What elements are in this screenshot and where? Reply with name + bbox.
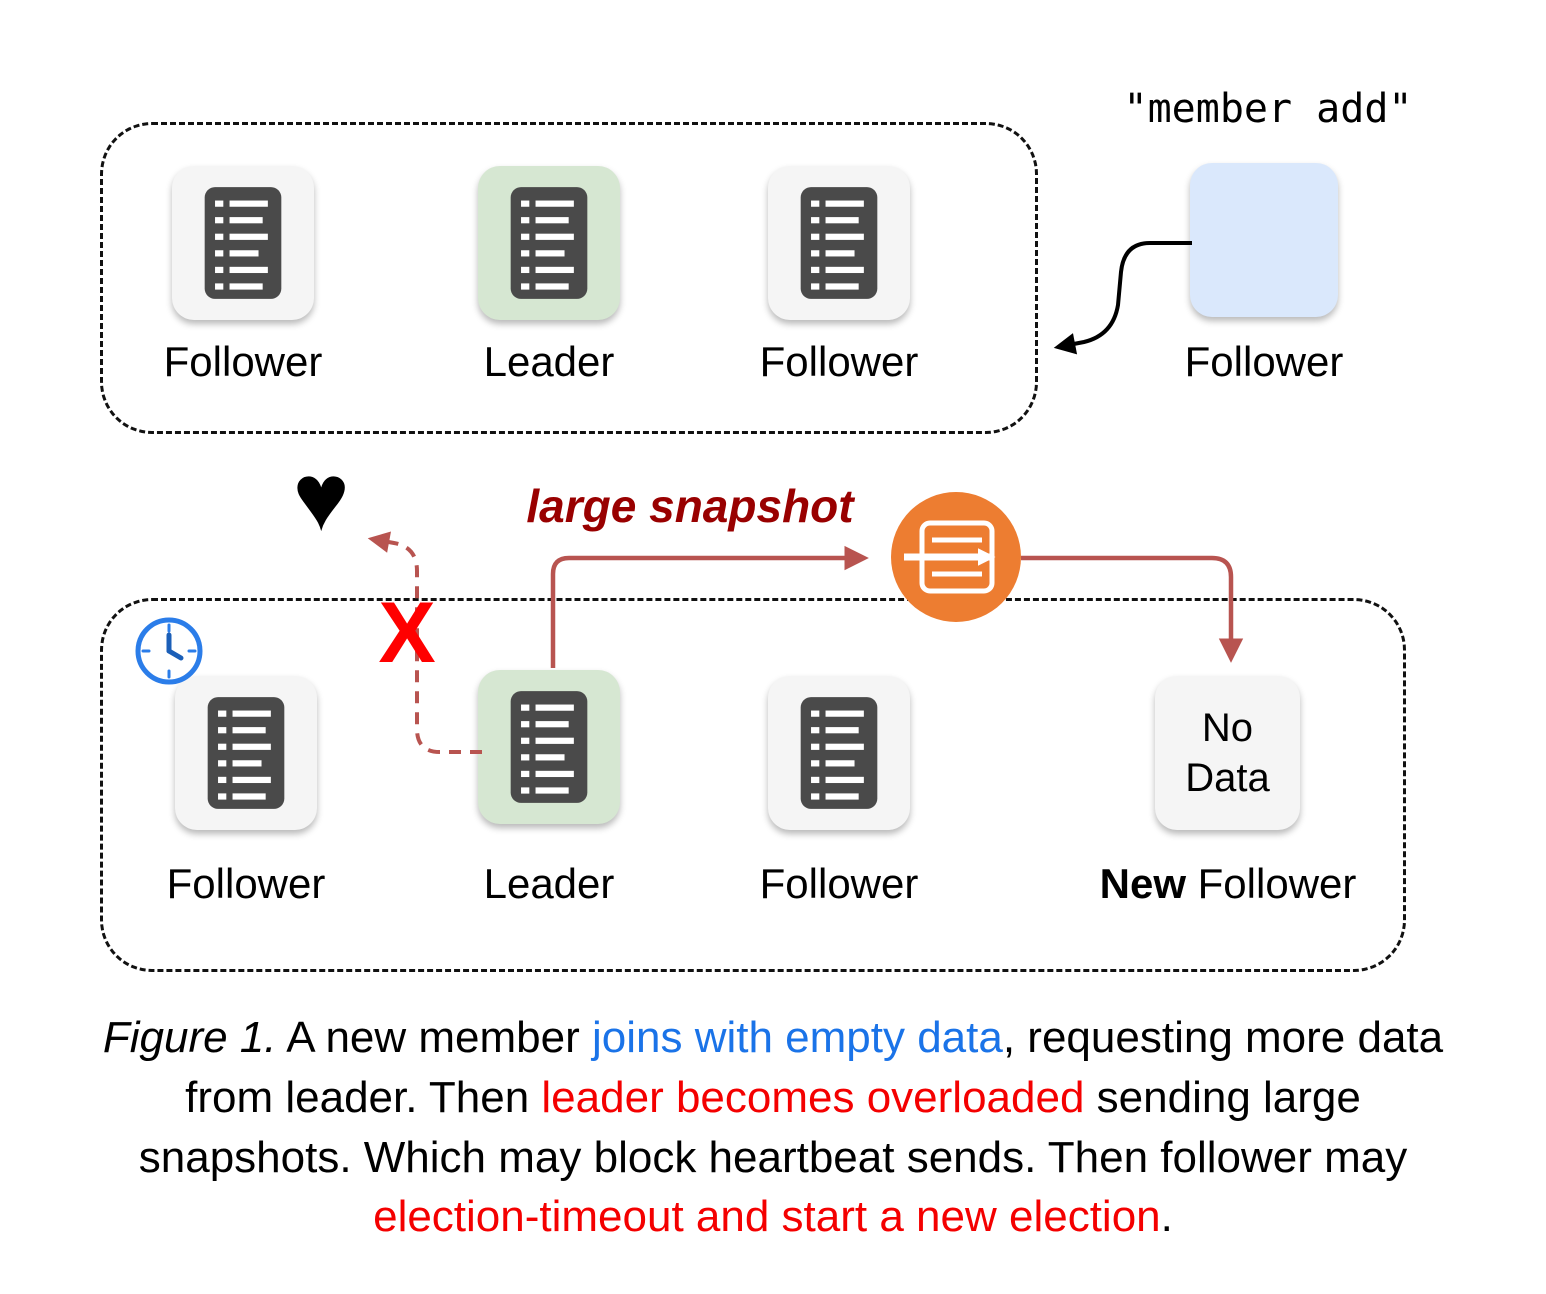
top-cluster-boundary	[100, 122, 1038, 434]
no-data-text: No Data	[1185, 706, 1270, 800]
node-label-follower-2-bottom: Follower	[759, 860, 919, 907]
node-follower-1-top	[172, 166, 314, 320]
caption-figure-number: Figure 1.	[102, 1013, 277, 1062]
caption-text: A new member	[276, 1013, 592, 1062]
node-leader-bottom	[478, 670, 620, 824]
blocked-heartbeat-x-icon: X	[378, 585, 436, 681]
caption-line-3: snapshots. Which may block heartbeat sen…	[60, 1128, 1486, 1188]
node-label-follower-2-top: Follower	[759, 338, 919, 385]
node-label-new-follower: New Follower	[1078, 860, 1378, 908]
caption-line-1: Figure 1. A new member joins with empty …	[60, 1008, 1486, 1068]
member-add-arrow	[1053, 241, 1192, 355]
node-follower-2-bottom	[768, 676, 910, 830]
caption-line-4: election-timeout and start a new electio…	[60, 1187, 1486, 1247]
node-new-follower-no-data: No Data	[1155, 676, 1300, 830]
figure-caption: Figure 1. A new member joins with empty …	[60, 1008, 1486, 1247]
caption-blue-phrase: joins with empty data	[591, 1013, 1003, 1062]
node-leader-top	[478, 166, 620, 320]
node-label-leader-top: Leader	[483, 338, 615, 385]
new-follower-label-rest: Follower	[1185, 860, 1357, 907]
election-timeout-clock-icon	[135, 617, 203, 685]
node-follower-2-top	[768, 166, 910, 320]
log-icon	[507, 689, 591, 805]
node-label-follower-1-top: Follower	[163, 338, 323, 385]
member-add-command-text: "member add"	[1123, 86, 1413, 132]
caption-text: .	[1160, 1192, 1173, 1242]
heartbeat-heart-icon: ♥	[292, 444, 350, 551]
node-label-new-member: Follower	[1184, 338, 1344, 385]
log-icon	[204, 695, 288, 811]
caption-text: from leader. Then	[185, 1072, 542, 1122]
node-label-leader-bottom: Leader	[483, 860, 615, 907]
log-icon	[201, 185, 285, 301]
caption-red-phrase-2: election-timeout and start a new electio…	[373, 1192, 1161, 1242]
caption-text: sending large	[1084, 1072, 1361, 1122]
large-snapshot-label: large snapshot	[526, 480, 854, 532]
log-icon	[797, 185, 881, 301]
caption-red-phrase-1: leader becomes overloaded	[541, 1072, 1085, 1122]
node-new-member	[1190, 163, 1338, 317]
caption-line-2: from leader. Then leader becomes overloa…	[60, 1068, 1486, 1128]
log-icon	[507, 185, 591, 301]
caption-text: snapshots. Which may block heartbeat sen…	[138, 1132, 1408, 1182]
caption-text: , requesting more data	[1002, 1013, 1444, 1062]
node-follower-1-bottom	[175, 676, 317, 830]
log-icon	[797, 695, 881, 811]
new-follower-label-bold: New	[1099, 860, 1186, 907]
node-label-follower-1-bottom: Follower	[166, 860, 326, 907]
